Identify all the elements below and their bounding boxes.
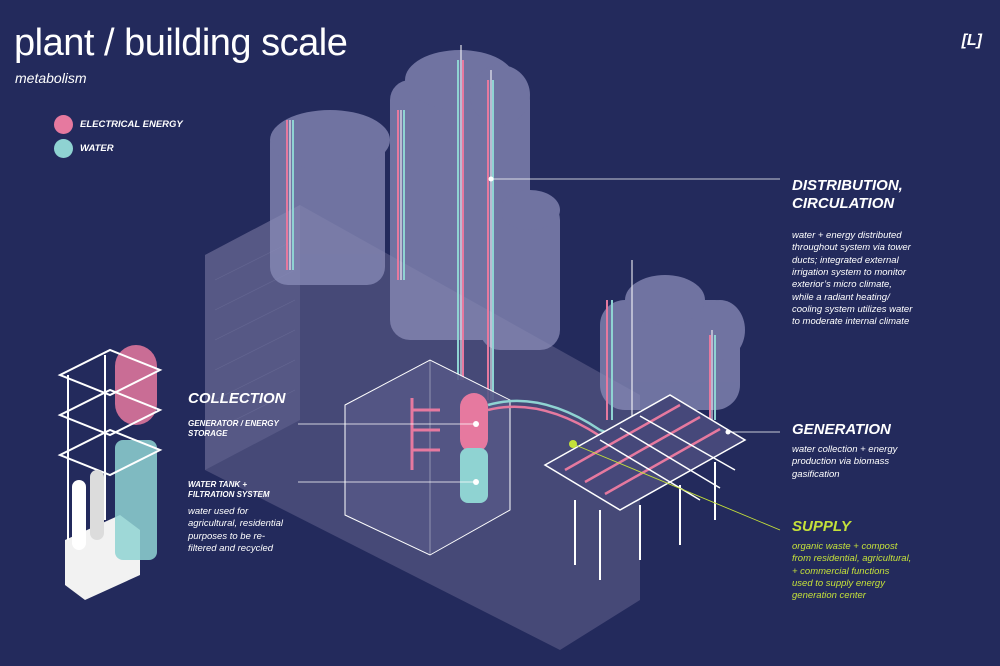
- desc-line: purposes to be re-: [188, 530, 266, 542]
- distribution-heading-line1: DISTRIBUTION,: [792, 177, 903, 194]
- page-subtitle: metabolism: [15, 70, 87, 86]
- generation-heading: GENERATION: [792, 421, 891, 438]
- desc-line: water + energy distributed: [792, 230, 902, 241]
- tank-label-line2: FILTRATION SYSTEM: [188, 490, 270, 499]
- legend-swatch-water: [54, 139, 73, 158]
- desc-line: exterior’s micro climate,: [792, 279, 892, 291]
- supply-leader: [572, 443, 781, 531]
- legend-swatch-energy: [54, 115, 73, 134]
- distribution-heading-line2: CIRCULATION: [792, 195, 895, 212]
- legend-label: ELECTRICAL ENERGY: [80, 119, 183, 130]
- generation-description: water collection + energy production via…: [792, 444, 897, 481]
- distribution-heading: DISTRIBUTION, CIRCULATION: [792, 177, 903, 213]
- desc-line: to moderate internal climate: [792, 316, 910, 328]
- tank-label-line1: WATER TANK +: [188, 480, 248, 489]
- collection-description: water used for agricultural, residential…: [188, 506, 283, 555]
- desc-line: water used for: [188, 506, 249, 517]
- collection-heading: COLLECTION: [188, 390, 286, 407]
- desc-line: throughout system via tower: [792, 242, 911, 254]
- desc-line: while a radiant heating/: [792, 291, 890, 303]
- desc-line: generation center: [792, 590, 866, 602]
- legend-label: WATER: [80, 143, 114, 154]
- generator-label-line2: STORAGE: [188, 429, 228, 438]
- desc-line: ducts; integrated external: [792, 254, 899, 266]
- legend-item-electrical-energy: ELECTRICAL ENERGY: [54, 115, 183, 134]
- supply-description: organic waste + compost from residential…: [792, 541, 911, 603]
- desc-line: organic waste + compost: [792, 541, 898, 552]
- desc-line: + commercial functions: [792, 565, 890, 577]
- desc-line: irrigation system to monitor: [792, 267, 907, 279]
- collection-room: [344, 359, 641, 556]
- desc-line: filtered and recycled: [188, 543, 274, 555]
- desc-line: gasification: [792, 468, 840, 480]
- desc-line: used to supply energy: [792, 578, 885, 590]
- desc-line: agricultural, residential: [188, 518, 284, 530]
- desc-line: cooling system utilizes water: [792, 304, 913, 316]
- generator-label-line1: GENERATOR / ENERGY: [188, 419, 279, 428]
- scale-tag: [L]: [961, 32, 982, 49]
- desc-line: production via biomass: [792, 456, 890, 468]
- tower-cluster: [270, 50, 745, 410]
- page-title: plant / building scale: [14, 22, 348, 64]
- tank-label: WATER TANK + FILTRATION SYSTEM: [188, 480, 269, 500]
- generator-label: GENERATOR / ENERGY STORAGE: [188, 419, 279, 439]
- distribution-description: water + energy distributed throughout sy…: [792, 230, 912, 329]
- detail-tower: [57, 345, 163, 600]
- desc-line: water collection + energy: [792, 444, 898, 455]
- generation-platform: [543, 394, 747, 580]
- supply-heading: SUPPLY: [792, 518, 851, 535]
- legend-item-water: WATER: [54, 139, 114, 158]
- desc-line: from residential, agricultural,: [792, 553, 912, 565]
